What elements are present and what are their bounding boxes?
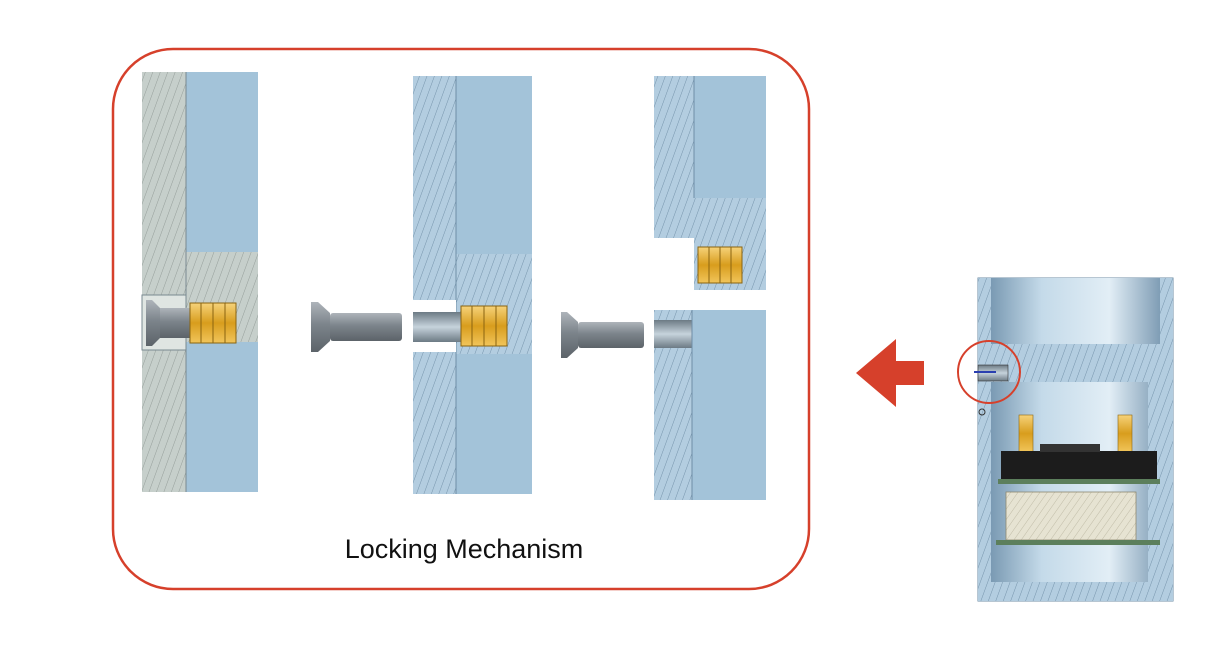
enclosure-assembly [974,277,1174,602]
circuit-board [1001,451,1157,479]
section-view-exploded [654,76,766,500]
brass-standoff [1018,414,1034,453]
section-view-insert [413,76,532,494]
left-arrow-icon [856,339,924,407]
brass-insert [189,302,237,344]
section-view-assembled [141,72,258,492]
flat-head-screw [146,300,190,346]
mechanism-frame [111,47,811,591]
brass-standoff [1117,414,1133,453]
battery-pack [1005,491,1137,541]
brass-insert [460,305,508,347]
highlight-circle [957,340,1021,404]
loose-screw-2 [561,312,644,358]
brass-insert [697,246,743,284]
loose-screw-1 [311,302,402,352]
mechanism-caption: Locking Mechanism [344,534,584,564]
